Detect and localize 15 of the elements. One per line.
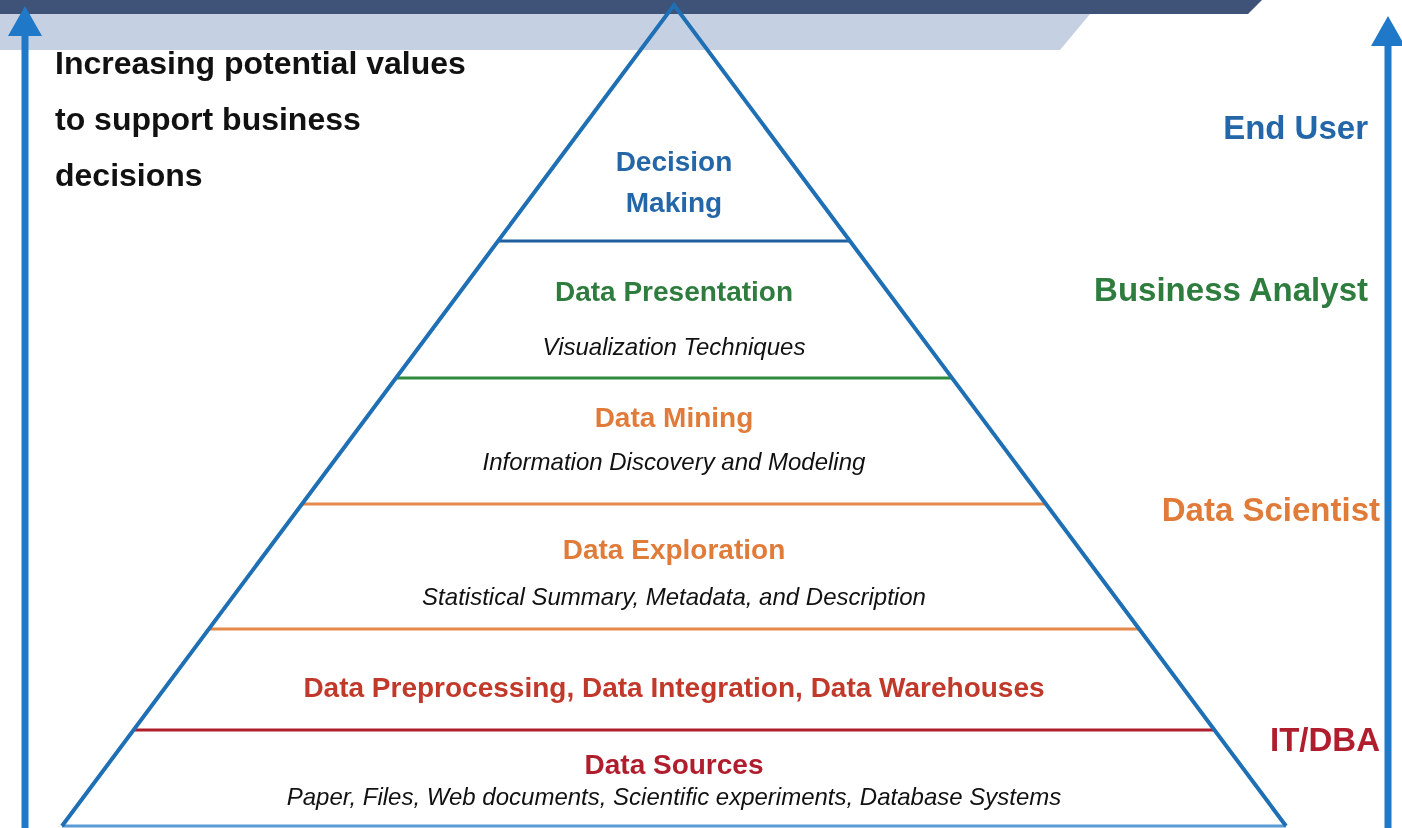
tier-description: Visualization Techniques [541,333,807,361]
tier-description: Statistical Summary, Metadata, and Description [421,583,927,611]
tier-title: Data Presentation [553,276,795,308]
tier-title: Data Sources [583,749,765,781]
heading-text: Increasing potential values to support business decisions [55,44,467,195]
tier-description: Paper, Files, Web documents, Scientific experiments, Database Systems [285,783,1063,811]
tier-title: Decision Making [614,145,734,220]
tier-title: Data Mining [593,402,755,434]
role-label: IT/DBA [1270,721,1380,759]
role-label: End User [1223,109,1368,147]
tier-title: Data Exploration [561,534,787,566]
role-label: Data Scientist [1161,491,1380,529]
tier-title: Data Preprocessing, Data Integration, Data Warehouses [302,672,1046,704]
role-label: Business Analyst [1094,271,1368,309]
tier-description: Information Discovery and Modeling [481,448,867,476]
